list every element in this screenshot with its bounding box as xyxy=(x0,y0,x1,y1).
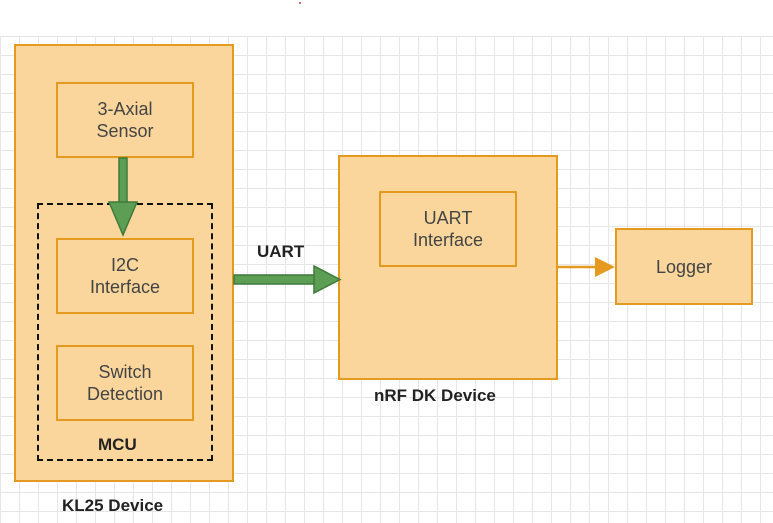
i2c-interface-box: I2C Interface xyxy=(56,238,194,314)
uart-if-label-line1: UART xyxy=(423,208,473,228)
logger-label: Logger xyxy=(655,256,713,277)
uart-interface-box: UART Interface xyxy=(379,191,517,267)
switch-label-line1: Switch xyxy=(98,362,152,382)
stray-dot xyxy=(299,2,301,4)
sensor-to-i2c-arrow xyxy=(107,157,139,237)
nrf-dk-device-title: nRF DK Device xyxy=(374,386,496,405)
sensor-box: 3-Axial Sensor xyxy=(56,82,194,158)
i2c-label-line2: Interface xyxy=(89,277,161,297)
uart-link-arrow xyxy=(233,264,342,295)
nrf-to-logger-arrow xyxy=(558,257,615,277)
kl25-device-title: KL25 Device xyxy=(62,496,164,515)
logger-box: Logger xyxy=(615,228,753,305)
uart-link-label: UART xyxy=(257,242,305,261)
sensor-label-line1: 3-Axial xyxy=(97,99,153,119)
uart-if-label-line2: Interface xyxy=(412,230,484,250)
switch-detection-box: Switch Detection xyxy=(56,345,194,421)
mcu-label: MCU xyxy=(98,435,137,454)
switch-label-line2: Detection xyxy=(86,384,164,404)
sensor-label-line2: Sensor xyxy=(96,121,154,141)
i2c-label-line1: I2C xyxy=(110,255,139,275)
